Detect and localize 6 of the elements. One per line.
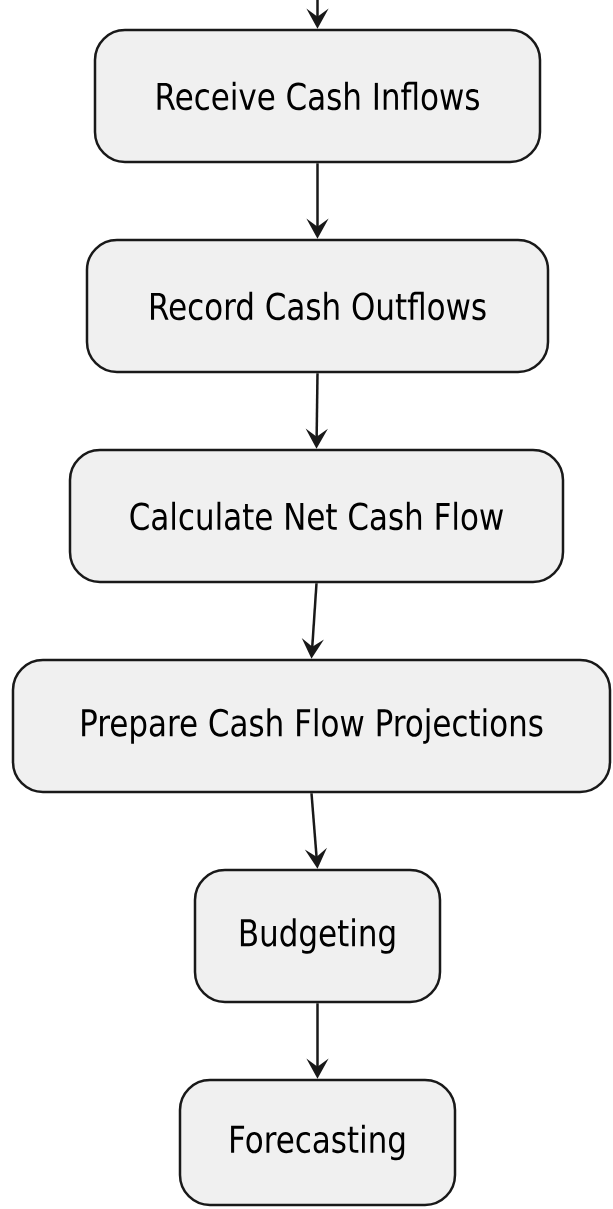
activity-box: Prepare Cash Flow Projections bbox=[11, 658, 612, 794]
activity-box: Forecasting bbox=[178, 1078, 457, 1207]
activity-box: Record Cash Outflows bbox=[85, 238, 550, 374]
activity-box: Budgeting bbox=[193, 868, 442, 1004]
activity-box: Calculate Net Cash Flow bbox=[68, 448, 565, 584]
activity-box: Receive Cash Inflows bbox=[93, 28, 542, 164]
